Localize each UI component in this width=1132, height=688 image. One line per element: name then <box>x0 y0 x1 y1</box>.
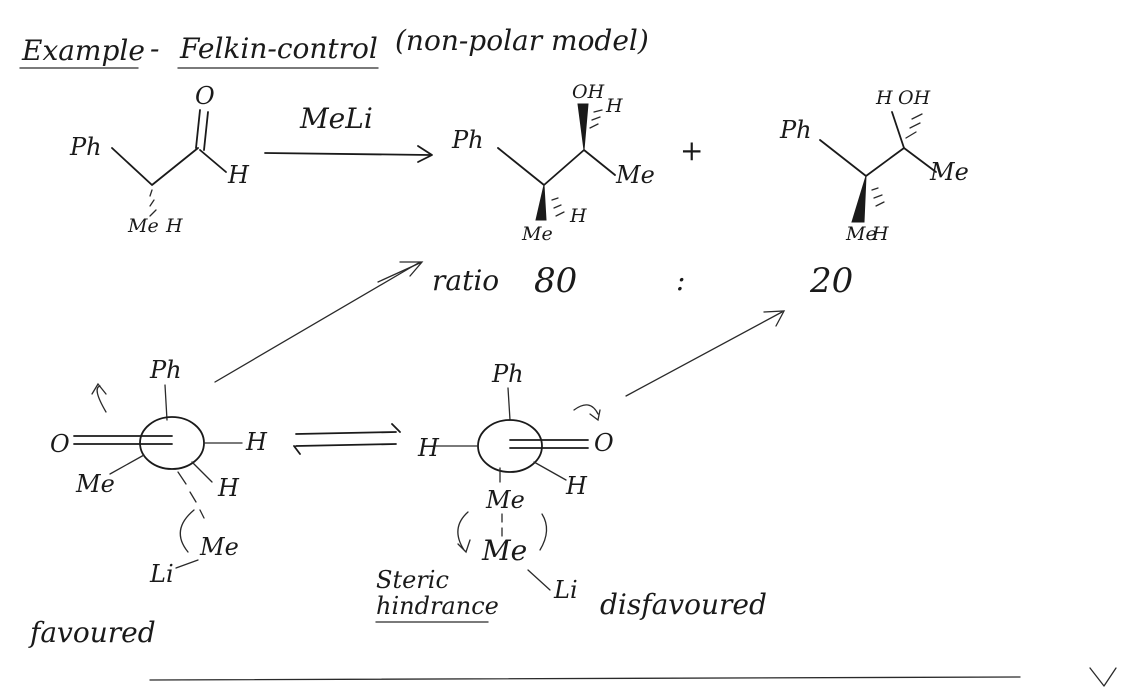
nr-caption: disfavoured <box>600 588 767 621</box>
start-me: Me <box>127 215 159 237</box>
ratio-major: 80 <box>534 261 577 301</box>
header-dash: - <box>150 32 159 65</box>
nl-nuc-me: Me <box>199 533 239 561</box>
p1-h-low: H <box>569 205 587 227</box>
nr-ph: Ph <box>491 360 524 388</box>
p2-wedge-me <box>851 175 867 223</box>
nr-nuc-me: Me <box>481 534 527 567</box>
arrowhead-to-minor <box>763 310 786 327</box>
hashed-bond <box>149 189 157 217</box>
nl-o: O <box>50 430 70 458</box>
p1-wedge-me <box>535 184 547 221</box>
newman-favoured: Ph O H Me H Me Li favoured <box>28 356 268 649</box>
nr-h-left: H <box>417 434 440 462</box>
nl-curly-arrow-nuc <box>179 509 195 553</box>
nl-li: Li <box>149 560 174 588</box>
newman-disfavoured: Ph H O H Me Me Li Steric hindrance disfa… <box>375 360 767 623</box>
plus-sign: + <box>680 134 703 167</box>
steric-line-1: Steric <box>376 566 449 594</box>
reaction-arrowhead <box>417 145 433 163</box>
newman-circle-right <box>477 419 543 473</box>
equilibrium-reverse <box>293 443 397 455</box>
p1-oh: OH <box>572 81 605 103</box>
nl-ph: Ph <box>149 356 182 384</box>
p2-h: H <box>875 87 893 109</box>
topic-title: Felkin-control <box>179 32 378 65</box>
nr-curly-arrow-left <box>457 511 471 554</box>
p2-ph: Ph <box>779 116 812 144</box>
nl-h-low: H <box>217 474 240 502</box>
p2-me-low: Me <box>845 223 877 245</box>
p1-me: Me <box>615 161 655 189</box>
start-h: H <box>227 161 250 189</box>
nl-h-right: H <box>245 428 268 456</box>
p1-wedge-oh <box>577 103 589 151</box>
topic-subtitle: (non-polar model) <box>395 24 649 57</box>
nr-me: Me <box>485 486 525 514</box>
arrow-favoured-to-major <box>214 261 421 383</box>
section-divider <box>149 676 1021 681</box>
arrow-disfavoured-to-minor <box>625 311 783 397</box>
margin-mark <box>1089 667 1117 687</box>
reaction-arrow <box>264 152 431 156</box>
ratio-sep: : <box>676 264 685 297</box>
nl-carbonyl <box>73 435 173 445</box>
carbonyl-double-bond <box>195 109 209 151</box>
p2-me: Me <box>929 158 969 186</box>
p1-h: H <box>605 95 623 117</box>
start-o: O <box>195 82 215 110</box>
nr-carbonyl <box>509 439 589 449</box>
ratio-minor: 20 <box>809 261 853 301</box>
nr-curly-arrow-right <box>539 513 548 551</box>
newman-circle-left <box>139 416 205 470</box>
product-major: Ph OH H Me Me H <box>451 81 655 245</box>
nr-curly-arrow <box>573 404 601 422</box>
p2-oh: OH <box>898 87 931 109</box>
p1-ph: Ph <box>451 126 484 154</box>
nl-attack-trajectory <box>177 471 205 519</box>
starting-aldehyde: Ph O H Me H <box>69 82 250 237</box>
start-h2: H <box>165 215 183 237</box>
ratio-label: ratio <box>432 264 499 297</box>
example-label: Example <box>21 34 145 67</box>
nr-o: O <box>594 429 614 457</box>
reagent-meli: MeLi <box>299 102 373 135</box>
p2-h-low: H <box>871 223 889 245</box>
product-minor: Ph H OH Me Me H <box>779 87 969 245</box>
equilibrium-forward <box>295 423 401 435</box>
nl-me: Me <box>75 470 115 498</box>
nl-caption: favoured <box>28 616 156 649</box>
nr-h-low: H <box>565 472 588 500</box>
nl-curly-arrow <box>91 382 107 413</box>
p1-me-low: Me <box>521 223 553 245</box>
nr-li: Li <box>553 576 578 604</box>
start-ph: Ph <box>69 133 102 161</box>
steric-line-2: hindrance <box>376 592 499 620</box>
